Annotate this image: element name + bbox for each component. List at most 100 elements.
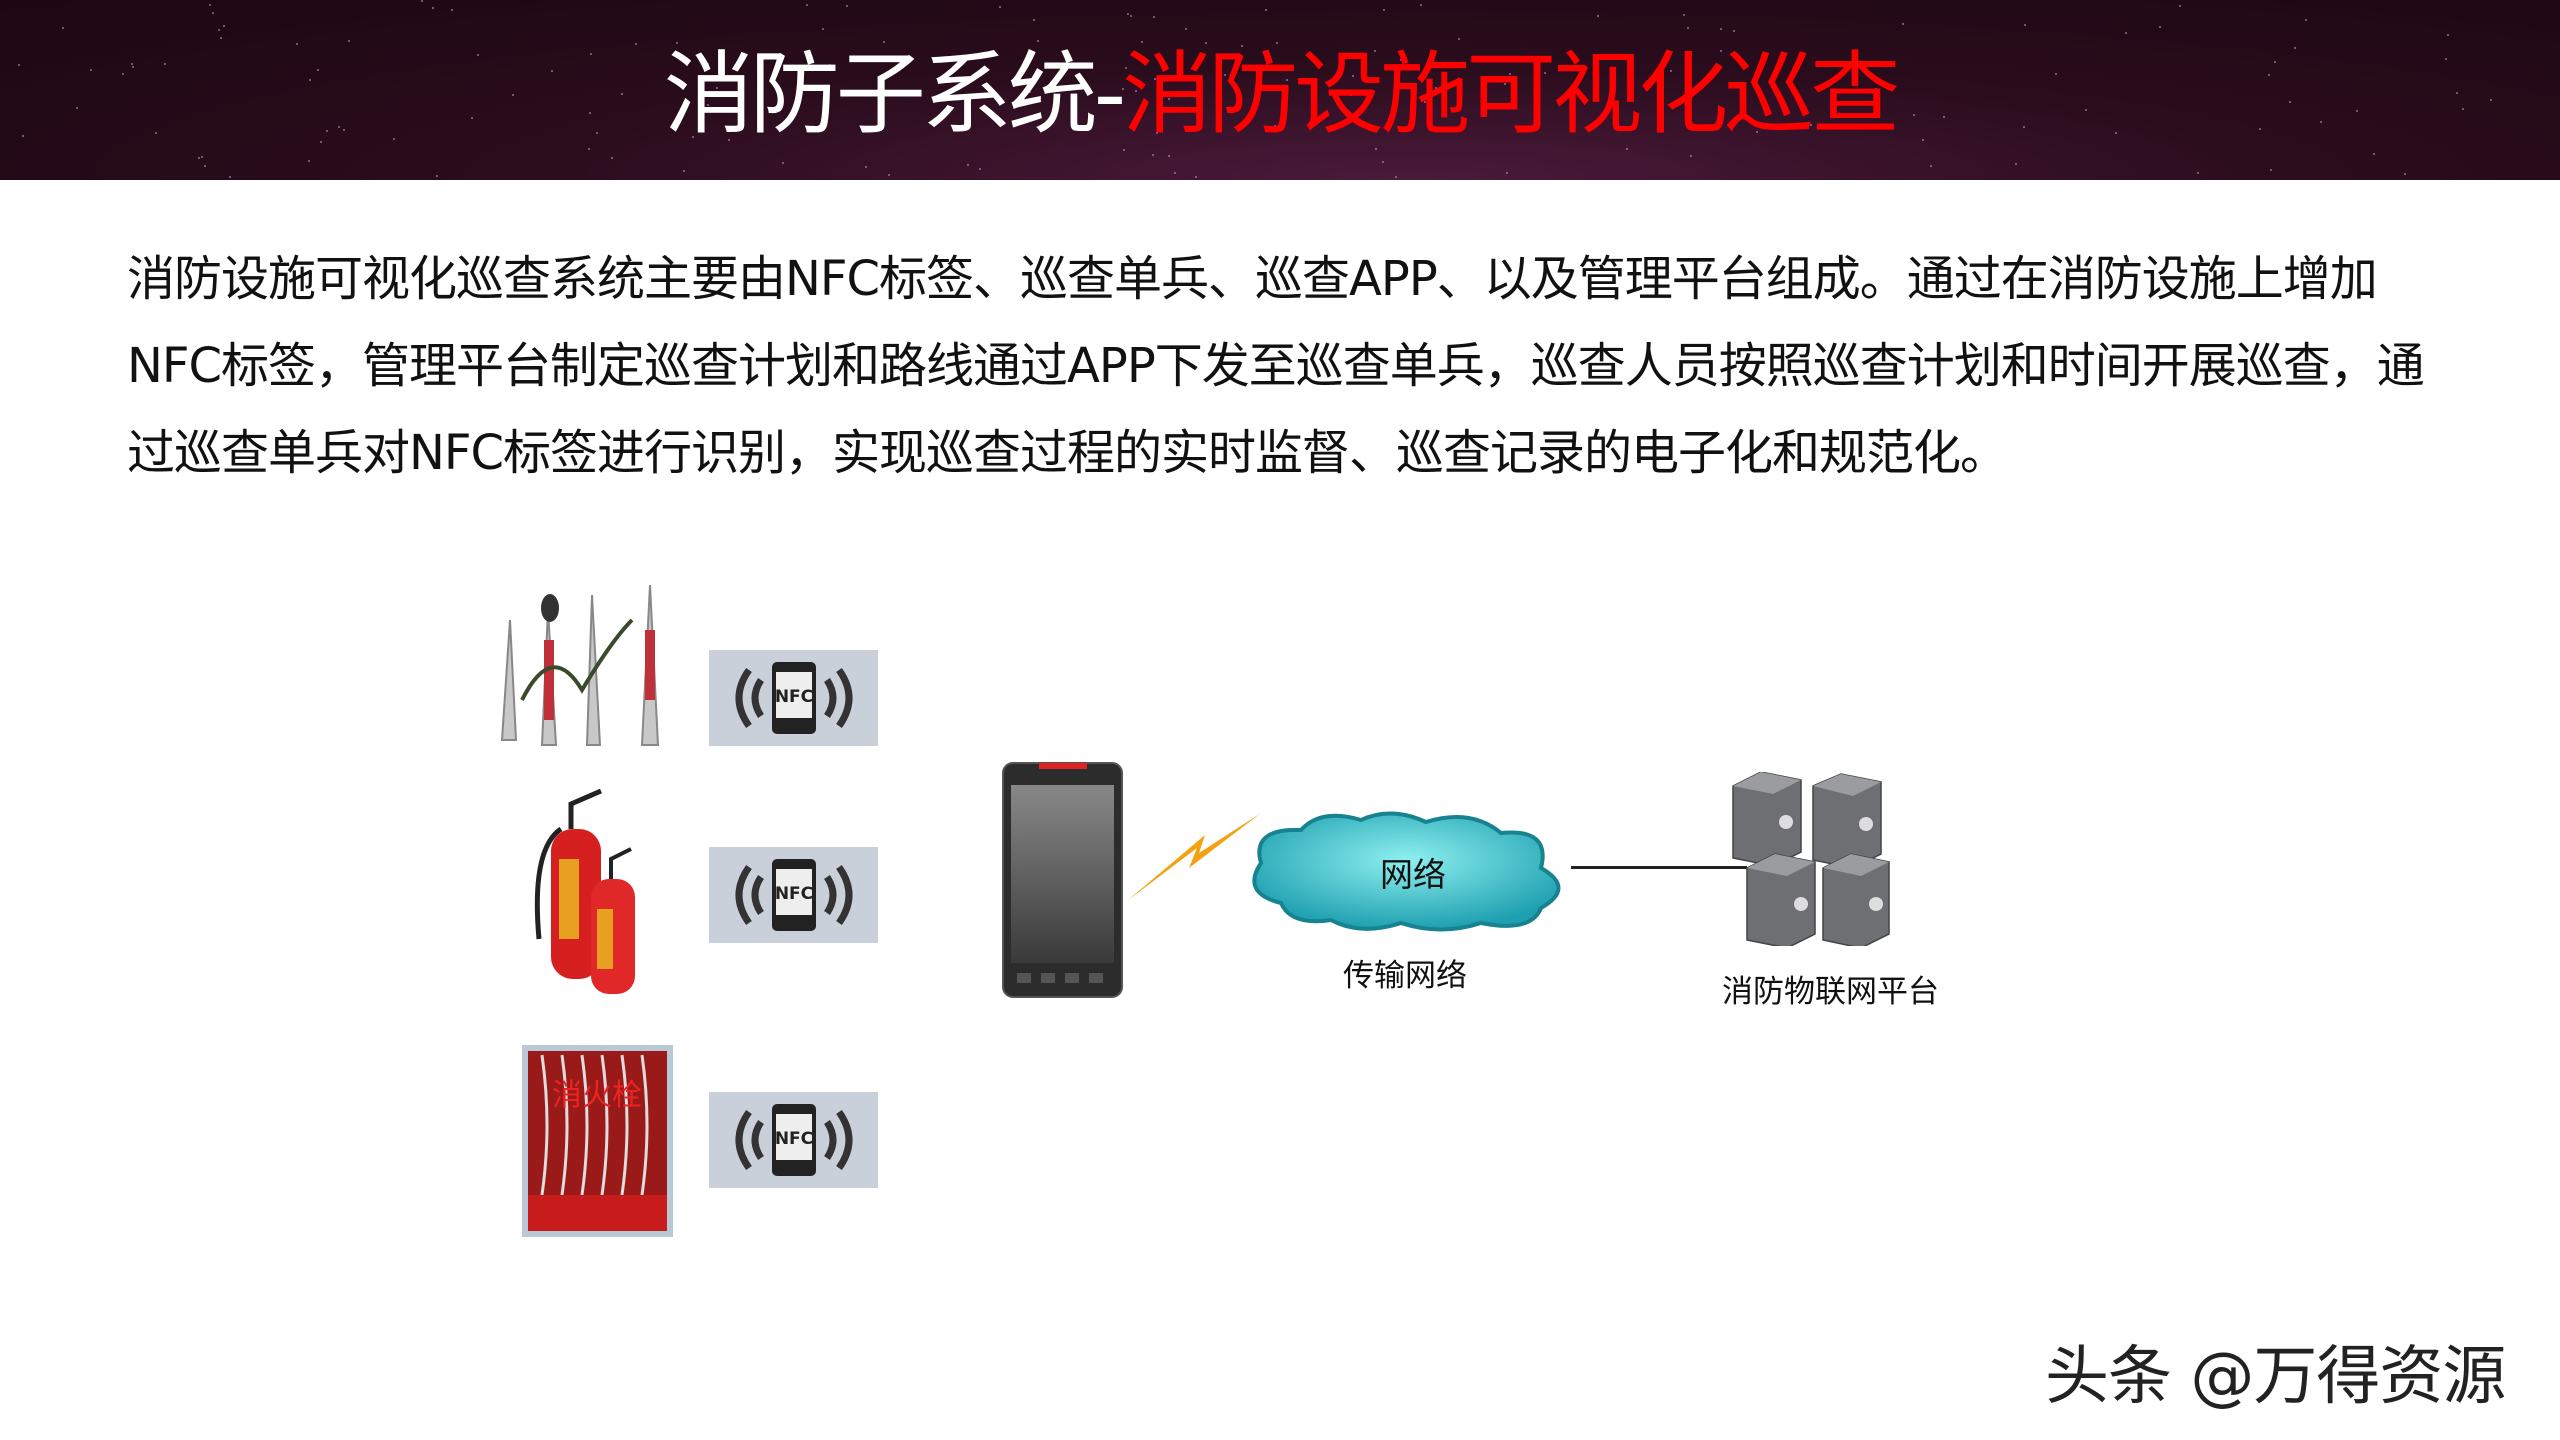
star-decoration [2015,162,2018,165]
star-decoration [222,25,225,28]
star-decoration [610,157,613,160]
star-decoration [828,63,831,66]
star-decoration [21,134,24,137]
star-decoration [512,93,515,96]
page-title: 消防子系统-消防设施可视化巡查 [0,40,2560,150]
star-decoration [337,126,340,129]
star-decoration [1694,88,1697,91]
star-decoration [320,141,323,144]
title-prefix: 消防子系统- [663,42,1126,147]
star-decoration [707,104,710,107]
star-decoration [2355,110,2358,113]
nfc-tag-icon: NFC [709,1092,878,1188]
star-decoration [1419,4,1422,7]
star-decoration [212,12,215,15]
star-decoration [1400,58,1403,61]
star-decoration [1123,149,1126,152]
nfc-tag-icon: NFC [709,650,878,746]
star-decoration [228,176,231,179]
star-decoration [132,65,135,68]
star-decoration [2259,128,2262,131]
star-decoration [1383,9,1386,12]
star-decoration [201,156,204,159]
star-decoration [2022,125,2025,128]
star-decoration [1152,16,1155,19]
star-decoration [589,52,592,55]
lightning-icon [1127,813,1261,901]
star-decoration [343,128,346,131]
star-decoration [1686,27,1689,30]
star-decoration [1205,42,1207,44]
star-decoration [1173,172,1176,175]
star-decoration [1073,97,1076,100]
star-decoration [1669,69,1672,72]
star-decoration [1719,49,1722,52]
star-decoration [62,27,65,30]
star-decoration [2114,132,2117,135]
star-decoration [1223,73,1226,76]
star-decoration [806,3,809,6]
description-text: 消防设施可视化巡查系统主要由NFC标签、巡查单兵、巡查APP、以及管理平台组成。… [127,251,2425,481]
cloud-label: 网络 [1380,855,1446,894]
star-decoration [2158,25,2161,28]
star-decoration [1255,99,1258,102]
star-decoration [1127,13,1130,16]
star-decoration [1543,71,1546,74]
star-decoration [2178,5,2181,8]
star-decoration [1929,164,1932,167]
star-decoration [2268,73,2271,76]
star-decoration [1562,68,1565,71]
cloud-icon [1252,811,1561,932]
star-decoration [781,161,784,164]
star-decoration [2023,24,2026,27]
fire-nozzle-icon [500,584,660,746]
star-decoration [1285,79,1288,82]
star-decoration [1743,115,1746,118]
star-decoration [325,129,328,132]
star-decoration [155,131,158,134]
star-decoration [967,164,970,167]
star-decoration [2197,172,2200,175]
star-decoration [1902,23,1905,26]
star-decoration [1533,70,1536,73]
star-decoration [1036,39,1039,42]
star-decoration [706,62,709,65]
star-decoration [2270,168,2273,171]
star-decoration [883,41,886,44]
star-decoration [854,59,857,62]
star-decoration [881,74,884,77]
star-decoration [1732,30,1735,32]
star-decoration [1151,153,1154,156]
star-decoration [1349,93,1352,96]
star-decoration [1352,75,1355,78]
watermark: 头条 @万得资源 [2045,1340,2506,1414]
star-decoration [821,28,824,31]
star-decoration [75,106,78,109]
star-decoration [1273,125,1276,128]
star-decoration [436,175,439,178]
handheld-terminal-icon [1002,762,1123,998]
star-decoration [203,164,206,167]
star-decoration [90,69,93,72]
star-decoration [588,147,591,150]
star-decoration [1155,131,1158,134]
star-decoration [1875,87,1877,90]
fire-extinguisher-icon [534,789,635,994]
header-banner: 消防子系统-消防设施可视化巡查 [0,0,2560,180]
star-decoration [2445,57,2448,60]
star-decoration [451,8,454,11]
star-decoration [1168,155,1171,158]
title-highlight: 消防设施可视化巡查 [1122,42,1900,147]
star-decoration [1913,113,1916,116]
star-decoration [197,156,200,159]
star-decoration [2288,101,2291,104]
star-decoration [130,62,133,65]
star-decoration [2372,153,2375,156]
star-decoration [1264,9,1267,12]
star-decoration [1457,38,1460,41]
star-decoration [164,63,167,66]
star-decoration [1374,147,1377,150]
star-decoration [209,3,212,6]
star-decoration [17,64,20,67]
server-icon [1732,772,1890,946]
